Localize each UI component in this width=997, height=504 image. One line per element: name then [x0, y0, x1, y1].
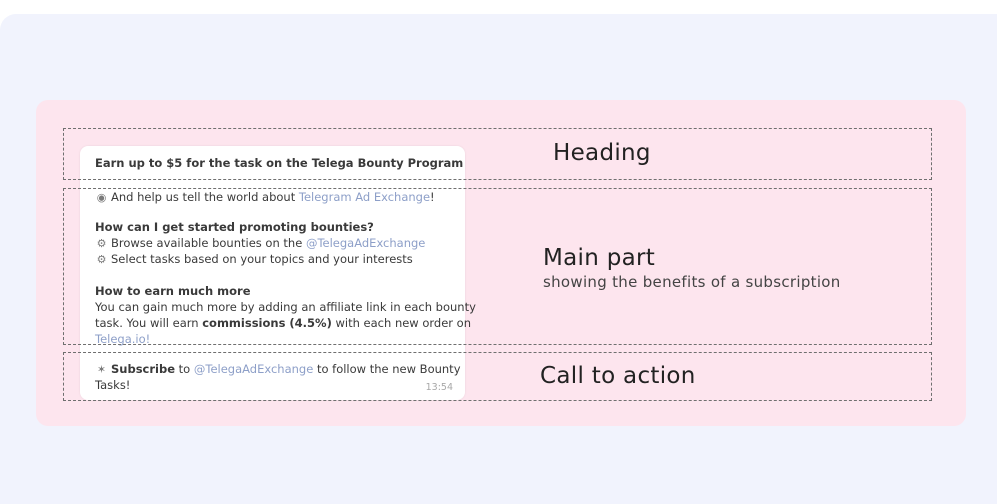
main-part-sublabel: showing the benefits of a subscription: [543, 273, 841, 291]
step-1-link[interactable]: @TelegaAdExchange: [305, 236, 426, 250]
subscribe-text: Subscribe: [111, 362, 176, 376]
main-part-outline: [63, 188, 932, 345]
cta-text-a: to: [175, 362, 194, 376]
cta-line-2: Tasks!: [95, 378, 131, 392]
message-timestamp: 13:54: [425, 382, 453, 393]
paragraph-line-1: You can gain much more by adding an affi…: [95, 300, 476, 314]
gear-icon: ⚙: [96, 237, 107, 250]
intro-end: !: [430, 190, 435, 204]
intro-text: And help us tell the world about: [111, 190, 299, 204]
commission-text: commissions (4.5%): [202, 316, 332, 330]
call-to-action-outline: [63, 352, 932, 401]
sparkle-icon: ✶: [96, 363, 107, 376]
call-to-action-label: Call to action: [540, 363, 696, 389]
step-1-line: ⚙ Browse available bounties on the @Teleg…: [95, 235, 426, 252]
globe-icon: ◉: [96, 191, 107, 204]
paragraph-text-b: with each new order on: [331, 316, 472, 330]
question-get-started: How can I get started promoting bounties…: [95, 220, 374, 234]
step-2-text: Select tasks based on your topics and yo…: [111, 252, 413, 266]
message-heading: Earn up to $5 for the task on the Telega…: [95, 156, 464, 170]
heading-outline: [63, 128, 932, 180]
cta-text-b: to follow the new Bounty: [313, 362, 461, 376]
main-part-label: Main part: [543, 245, 656, 271]
cta-line-1: ✶ Subscribe to @TelegaAdExchange to follo…: [95, 361, 461, 378]
gear-icon: ⚙: [96, 253, 107, 266]
intro-link[interactable]: Telegram Ad Exchange: [298, 190, 431, 204]
cta-link[interactable]: @TelegaAdExchange: [193, 362, 314, 376]
step-2-line: ⚙ Select tasks based on your topics and y…: [95, 251, 413, 268]
paragraph-line-2: task. You will earn commissions (4.5%) w…: [95, 315, 471, 331]
paragraph-text-a: task. You will earn: [95, 316, 203, 330]
telega-link[interactable]: Telega.io!: [95, 332, 151, 346]
heading-label: Heading: [553, 140, 651, 166]
question-earn-more: How to earn much more: [95, 284, 251, 298]
intro-line: ◉ And help us tell the world about Telegr…: [95, 189, 435, 206]
step-1-text: Browse available bounties on the: [111, 236, 306, 250]
